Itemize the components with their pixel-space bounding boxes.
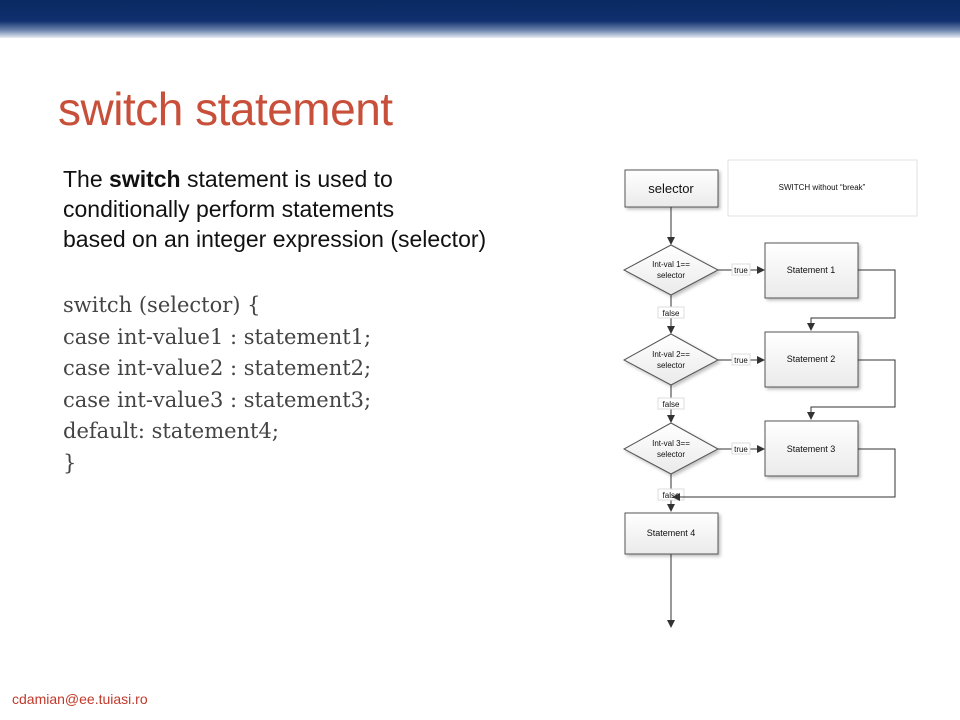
slide-title: switch statement [58, 83, 393, 135]
switch-flowchart: SWITCH without “break” selector Int-val … [622, 159, 918, 628]
fallthrough-arrow [807, 359, 896, 420]
decision-1-line1: Int-val 1== [652, 260, 690, 269]
decision-2-line2: selector [657, 361, 685, 370]
statement-1-label: Statement 1 [787, 265, 836, 275]
caption-box [727, 159, 918, 217]
decision-3-line1: Int-val 3== [652, 439, 690, 448]
intro-line-3: based on an integer expression (selector… [63, 226, 487, 252]
code-block: switch (selector) { case int-value1 : st… [63, 290, 543, 479]
statement-4-box [624, 512, 719, 555]
code-line: case int-value3 : statement3; [63, 387, 372, 412]
statement-3-label: Statement 3 [787, 444, 836, 454]
true-label: true [734, 266, 748, 275]
selector-box [624, 169, 719, 208]
switch-keyword: switch [109, 166, 181, 192]
diagram-caption: SWITCH without “break” [779, 183, 866, 192]
statement-1-box [764, 242, 859, 299]
code-line: default: statement4; [63, 419, 279, 443]
statement-2-box [764, 331, 859, 388]
true-label: true [734, 356, 748, 365]
fallthrough-arrow [807, 269, 896, 331]
fallthrough-arrow [672, 448, 896, 501]
statement-2-label: Statement 2 [787, 354, 836, 364]
false-label: false [663, 400, 680, 409]
decision-1-line2: selector [657, 271, 685, 280]
top-banner [0, 0, 960, 38]
false-label: false [663, 491, 680, 500]
selector-label: selector [648, 181, 694, 196]
decision-2-line1: Int-val 2== [652, 350, 690, 359]
code-line: switch (selector) { [63, 293, 261, 317]
intro-text: The switch statement is used to conditio… [63, 164, 583, 254]
decision-diamond-3 [622, 422, 720, 475]
footer-email: cdamian@ee.tuiasi.ro [12, 691, 148, 707]
code-line: } [63, 450, 77, 475]
false-label: false [663, 309, 680, 318]
decision-3-line2: selector [657, 450, 685, 459]
code-line: case int-value1 : statement1; [63, 324, 372, 349]
intro-line-2: conditionally perform statements [63, 196, 395, 222]
code-line: case int-value2 : statement2; [63, 356, 372, 380]
true-label: true [734, 445, 748, 454]
decision-diamond-1 [622, 244, 720, 296]
decision-diamond-2 [622, 333, 720, 386]
intro-line-1: The switch statement is used to [63, 166, 393, 192]
statement-4-label: Statement 4 [647, 528, 696, 538]
